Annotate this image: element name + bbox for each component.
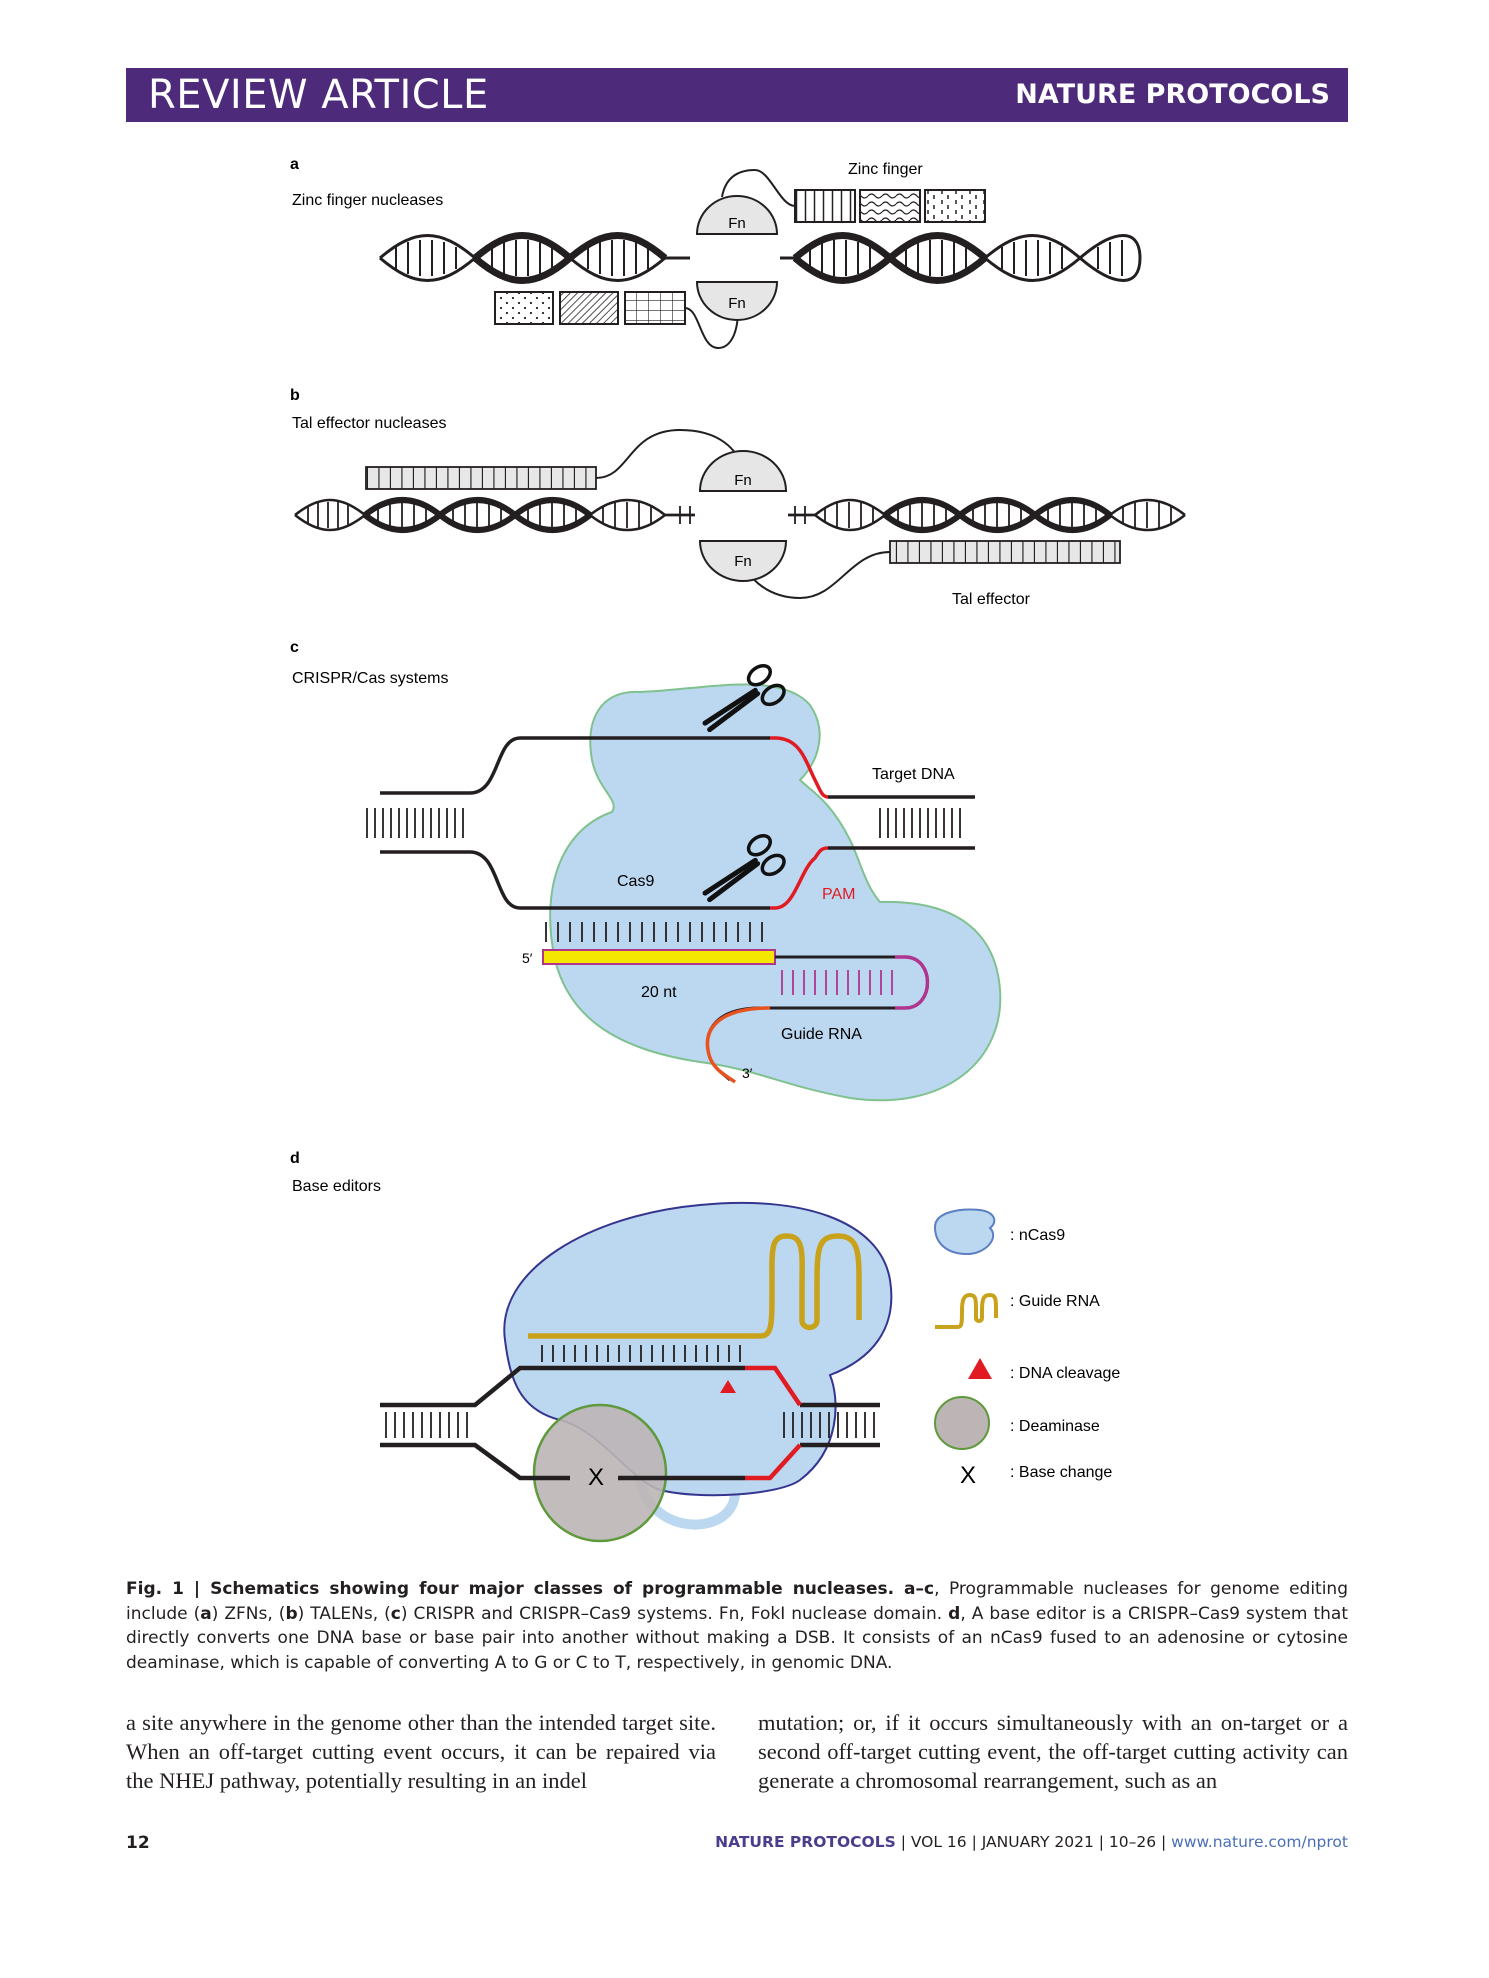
footer-citation: NATURE PROTOCOLS | VOL 16 | JANUARY 2021… (715, 1833, 1348, 1851)
zinc-finger-module (624, 291, 686, 325)
caption-title: Fig. 1 | Schematics showing four major c… (126, 1579, 935, 1599)
panel-c-title: CRISPR/Cas systems (292, 670, 448, 687)
fn-domain (698, 540, 788, 582)
cleavage-site-marker (720, 1380, 736, 1393)
panel-c-letter: c (290, 639, 299, 656)
journal-url-link[interactable]: www.nature.com/nprot (1171, 1833, 1348, 1851)
guide-rna-strand (528, 1233, 862, 1339)
legend-label: : nCas9 (1010, 1227, 1065, 1244)
ncas9-icon (933, 1208, 996, 1256)
article-type: REVIEW ARTICLE (148, 72, 489, 118)
legend-label: : DNA cleavage (1010, 1365, 1120, 1382)
body-text-column-1: a site anywhere in the genome other than… (126, 1710, 716, 1793)
panel-b-letter: b (290, 387, 300, 404)
fn-label: Fn (734, 472, 752, 489)
guide-rna-icon (935, 1292, 998, 1329)
dna-cleavage-icon (968, 1358, 992, 1379)
twenty-nt-label: 20 nt (641, 984, 677, 1001)
cas9-label: Cas9 (617, 873, 654, 890)
tal-dna-left (294, 497, 695, 533)
panel-a: a Zinc finger nucleases Zinc finger (290, 156, 1142, 350)
zinc-finger-module (794, 189, 856, 223)
zinc-finger-label: Zinc finger (848, 161, 923, 178)
guide-rna-label: Guide RNA (781, 1026, 862, 1043)
target-dna-label: Target DNA (872, 766, 955, 783)
base-change-icon: X (960, 1462, 976, 1489)
panel-b-title: Tal effector nucleases (292, 415, 446, 432)
zinc-finger-module (494, 291, 554, 325)
tal-dna-right (788, 497, 1186, 533)
panel-b: b Tal effector nucleases (290, 387, 1186, 608)
legend-label: : Base change (1010, 1464, 1112, 1481)
zinc-finger-module (559, 291, 619, 325)
body-text-column-2: mutation; or, if it occurs simultaneousl… (758, 1710, 1348, 1793)
panel-d-letter: d (290, 1150, 300, 1167)
cas9-protein (549, 683, 1002, 1102)
tal-effector-array (889, 540, 1121, 564)
deaminase-domain (532, 1403, 668, 1543)
scissors-icon (702, 834, 786, 903)
tal-effector-array (365, 466, 597, 490)
zinc-finger-module (924, 189, 986, 223)
figure-caption: Fig. 1 | Schematics showing four major c… (126, 1579, 1348, 1673)
panel-a-letter: a (290, 156, 299, 173)
fn-label: Fn (734, 553, 752, 570)
base-change-mark: X (588, 1464, 604, 1491)
fn-domain (695, 281, 779, 321)
legend-label: : Guide RNA (1010, 1293, 1100, 1310)
page-number: 12 (126, 1833, 150, 1853)
scissors-icon (702, 664, 786, 733)
dna-helix-left (379, 232, 690, 284)
three-prime-label: 3′ (742, 1065, 753, 1081)
journal-name: NATURE PROTOCOLS (1015, 79, 1330, 110)
tal-effector-label: Tal effector (952, 591, 1031, 608)
fn-domain (695, 195, 779, 235)
guide-rna-spacer (542, 949, 776, 965)
figure-schematic: a Zinc finger nucleases Zinc finger (290, 156, 1186, 1543)
zinc-finger-module (859, 189, 921, 223)
panel-a-title: Zinc finger nucleases (292, 192, 443, 209)
deaminase-icon (934, 1396, 990, 1450)
panel-c: c CRISPR/Cas systems (290, 639, 1002, 1102)
legend-label: : Deaminase (1010, 1418, 1100, 1435)
panel-d: d Base editors X : nCas9 (290, 1150, 1120, 1543)
fn-label: Fn (728, 215, 746, 232)
fn-label: Fn (728, 295, 746, 312)
fn-domain (698, 450, 788, 492)
pam-label: PAM (822, 886, 855, 903)
five-prime-label: 5′ (522, 950, 533, 966)
journal-header-bar: REVIEW ARTICLE NATURE PROTOCOLS (126, 68, 1348, 122)
legend: : nCas9 : Guide RNA : DNA cleavage : Dea… (933, 1208, 1120, 1489)
dna-helix-right (780, 232, 1142, 284)
panel-d-title: Base editors (292, 1178, 381, 1195)
